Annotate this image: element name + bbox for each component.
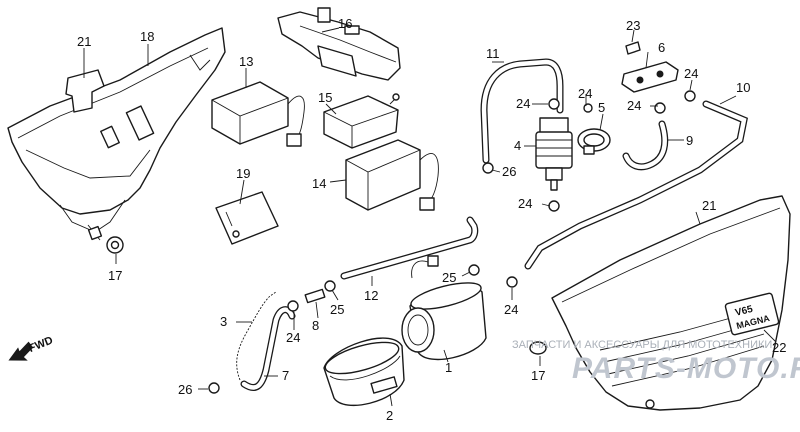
callout-7: 7: [282, 368, 289, 383]
callout-8: 8: [312, 318, 319, 333]
callout-15: 15: [318, 90, 332, 105]
callout-20: 21: [702, 198, 716, 213]
callout-21: 21: [77, 34, 91, 49]
callout-22: 23: [626, 18, 640, 33]
callout-3: 3: [220, 314, 227, 329]
part-spring-3: [236, 291, 277, 381]
callout-25-b: 25: [330, 302, 344, 317]
callout-24-d: 24: [518, 196, 532, 211]
part-emblem-v65-magna: V65 MAGNA: [724, 292, 780, 336]
callout-2: 2: [386, 408, 393, 423]
part-fuel-filter: [535, 117, 573, 191]
part-fuel-hose-11: [480, 58, 564, 164]
part-grommet-right: [529, 341, 547, 355]
part-hose-7: [240, 306, 296, 391]
callout-13: 13: [239, 54, 253, 69]
part-cover-bracket: [65, 69, 105, 113]
callout-25-a: 25: [442, 270, 456, 285]
part-plate-19: [215, 191, 279, 245]
callout-1: 1: [445, 360, 452, 375]
part-control-box-13: [211, 81, 305, 147]
part-breather-hose-10: [524, 100, 748, 270]
watermark-caption: ЗАПЧАСТИ И АКСЕССУАРЫ ДЛЯ МОТОТЕХНИКИ: [512, 339, 772, 351]
callout-24-e: 24: [504, 302, 518, 317]
callout-23: 24: [578, 86, 592, 101]
leader-lines: [83, 27, 777, 407]
callout-19: 19: [236, 166, 250, 181]
callout-24-f: 24: [286, 330, 300, 345]
part-fuel-pump: [401, 255, 487, 361]
callout-5: 5: [598, 100, 605, 115]
part-control-box-15: [323, 93, 400, 149]
part-pump-holder: [323, 337, 405, 407]
part-bracket-6: [621, 61, 679, 93]
callout-9: 9: [686, 133, 693, 148]
callout-4: 4: [514, 138, 521, 153]
callout-14: 14: [312, 176, 326, 191]
callout-12: 12: [364, 288, 378, 303]
callout-6: 6: [658, 40, 665, 55]
part-hose-9: [622, 120, 669, 171]
callout-24-b: 24: [684, 66, 698, 81]
callout-11: 11: [486, 46, 500, 61]
part-clips: [208, 90, 696, 394]
part-control-box-14: [345, 139, 439, 211]
fwd-label: FWD: [27, 334, 55, 355]
callouts: 21 18 13 16 15 14 19 17 11 24 24 5 4 6 2…: [77, 16, 786, 423]
callout-10: 10: [736, 80, 750, 95]
fwd-arrow: FWD: [8, 334, 55, 361]
callout-24-c: 24: [627, 98, 641, 113]
part-upper-bracket: [277, 7, 401, 81]
callout-24-a: 24: [516, 96, 530, 111]
callout-17-right: 17: [531, 368, 545, 383]
callout-26-a: 26: [502, 164, 516, 179]
watermark-logo: PARTS-MOTO.RU: [572, 352, 800, 385]
part-hose-12: [340, 216, 479, 280]
part-left-side-cover: [7, 27, 226, 241]
part-bolt-22: [625, 41, 641, 55]
callout-26-b: 26: [178, 382, 192, 397]
callout-16: 16: [338, 16, 352, 31]
callout-21-right: 22: [772, 340, 786, 355]
callout-18: 18: [140, 29, 154, 44]
part-clamp-band: [577, 128, 611, 155]
part-grommet-left: [106, 236, 124, 254]
emblem-line-1: V65: [734, 304, 754, 319]
part-right-side-cover: [551, 195, 791, 411]
part-fitting-8: [304, 288, 326, 304]
callout-17-left: 17: [108, 268, 122, 283]
